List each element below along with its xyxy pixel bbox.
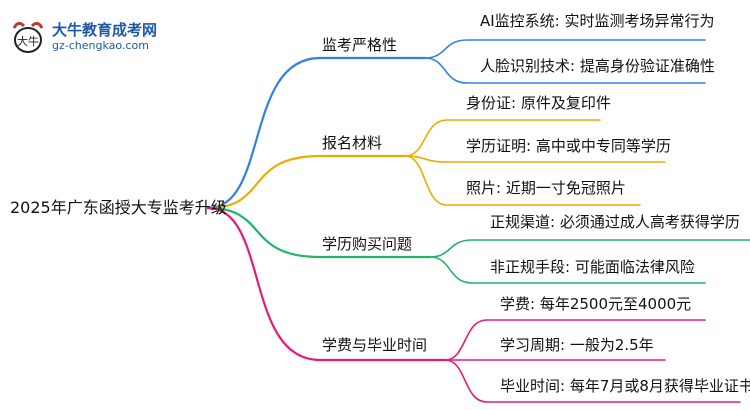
leaf-education-certificate: 学历证明: 高中或中专同等学历	[466, 137, 671, 155]
leaf-connector	[429, 239, 750, 258]
leaf-connector	[424, 57, 706, 84]
bull-head-icon: 大牛	[12, 21, 44, 53]
leaf-connector	[424, 39, 706, 59]
leaf-face-recognition: 人脸识别技术: 提高身份验证准确性	[480, 57, 715, 75]
branch-connector	[206, 206, 432, 259]
branch-exam-strictness: 监考严格性	[322, 36, 398, 54]
branch-connector	[206, 154, 407, 210]
leaf-informal-means: 非正规手段: 可能面临法律风险	[490, 258, 695, 276]
leaf-graduation-time: 毕业时间: 每年7月或8月获得毕业证书	[500, 377, 750, 395]
leaf-ai-monitoring: AI监控系统: 实时监测考场异常行为	[480, 12, 715, 30]
leaf-connector	[429, 256, 706, 284]
logo-title: 大牛教育成考网	[52, 21, 158, 39]
leaf-connector	[404, 119, 601, 157]
leaf-tuition: 学费: 每年2500元至4000元	[500, 295, 692, 313]
leaf-connector	[404, 155, 666, 163]
branch-application-materials: 报名材料	[322, 134, 383, 152]
leaf-photo: 照片: 近期一寸免冠照片	[466, 179, 626, 197]
leaf-study-period: 学习周期: 一般为2.5年	[500, 336, 654, 354]
branch-degree-purchase: 学历购买问题	[322, 235, 413, 253]
leaf-connector	[444, 319, 706, 361]
branch-connector	[206, 56, 427, 210]
leaf-connector	[404, 155, 641, 206]
logo-mark-lettering: 大牛	[17, 34, 39, 48]
branch-tuition-graduation: 学费与毕业时间	[322, 336, 428, 354]
logo-url: gz-chengkao.com	[52, 39, 149, 52]
leaf-id-card: 身份证: 原件及复印件	[466, 94, 611, 112]
root-topic: 2025年广东函授大专监考升级	[10, 198, 227, 217]
leaf-formal-channel: 正规渠道: 必须通过成人高考获得学历	[490, 213, 740, 231]
leaf-connector	[444, 359, 741, 403]
site-logo: 大牛 大牛教育成考网 gz-chengkao.com	[8, 16, 188, 56]
branch-connector	[206, 206, 447, 362]
